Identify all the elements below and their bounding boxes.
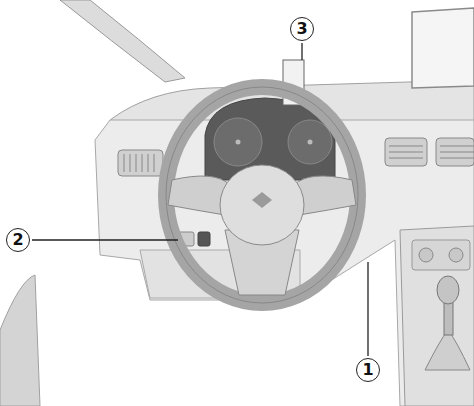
callout-number: 1 (356, 358, 380, 382)
callout-number: 2 (6, 228, 30, 252)
callout-number: 3 (290, 17, 314, 41)
